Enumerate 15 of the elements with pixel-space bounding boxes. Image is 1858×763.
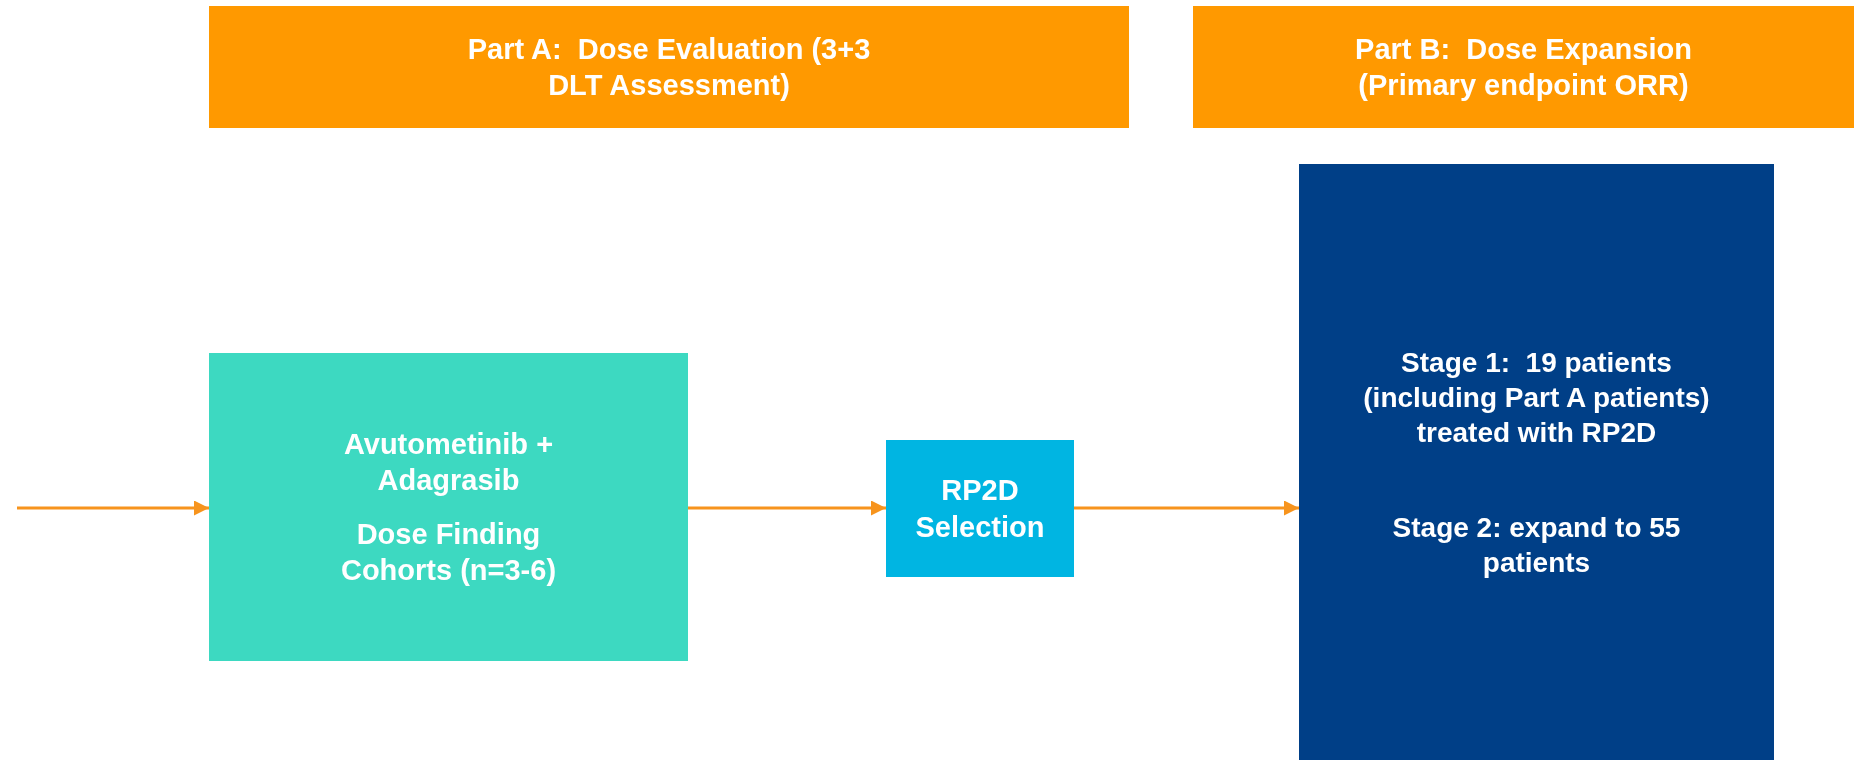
box-text: Dose Finding Cohorts (n=3-6) [339,517,558,589]
process-box [886,440,1074,577]
process-box [1299,164,1774,760]
arrow [1074,500,1299,516]
section-header [209,6,1129,128]
box-text: Part B: Dose Expansion (Primary endpoint ORR) [1354,31,1693,103]
section-header [1193,6,1854,128]
box-text: RP2D Selection [914,473,1046,545]
process-box [209,353,688,661]
arrow [688,500,886,516]
arrow [17,500,209,516]
box-text: Avutometinib + Adagrasib [342,426,555,498]
box-text: Stage 1: 19 patients (including Part A patients) treated with RP2D [1362,345,1711,450]
box-text: Stage 2: expand to 55 patients [1391,510,1682,580]
box-text: Part A: Dose Evaluation (3+3 DLT Assessment) [466,31,872,103]
